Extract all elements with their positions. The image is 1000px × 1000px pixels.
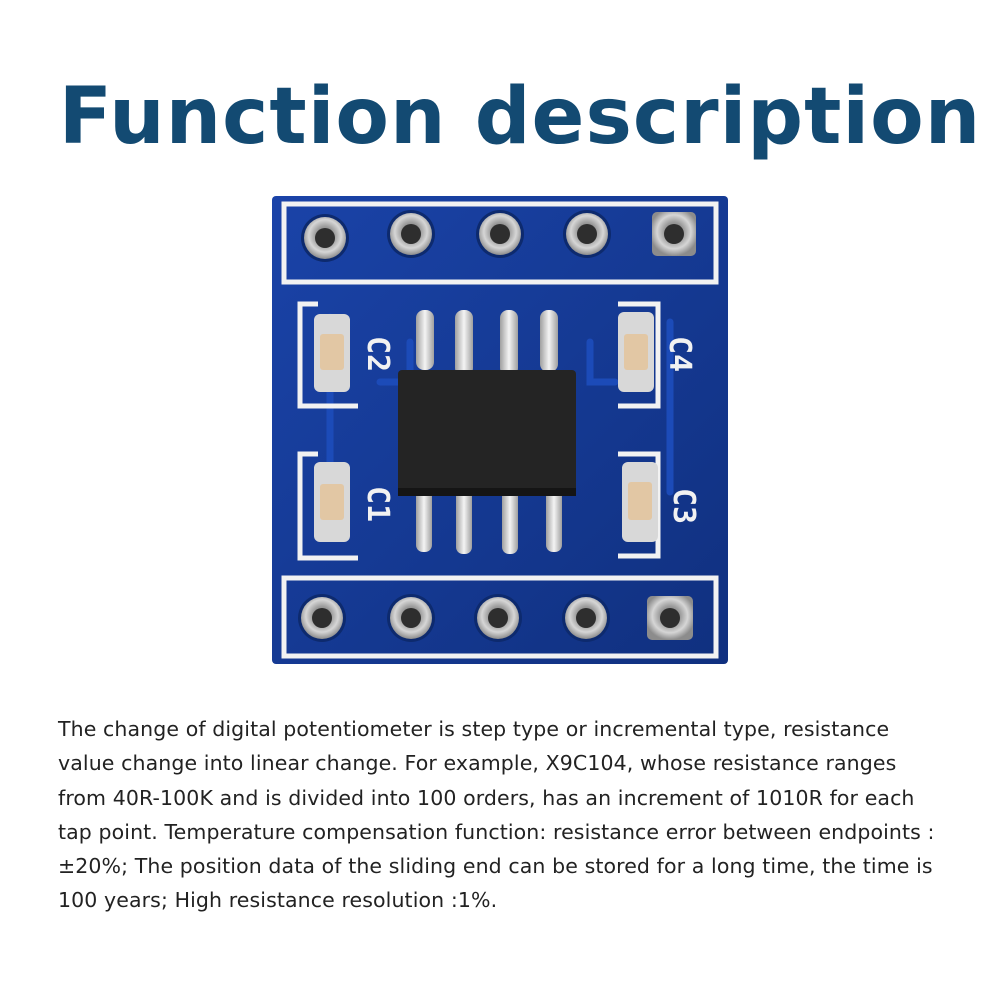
top-header-outline	[281, 201, 719, 285]
pcb-board: C2 C1 C4 C3	[272, 196, 728, 664]
ic-top-legs	[416, 310, 558, 376]
label-c4: C4	[662, 336, 697, 372]
pin-hole	[660, 608, 680, 628]
pin-hole	[401, 608, 421, 628]
capacitor-c4	[618, 301, 661, 409]
page-title: Function description	[58, 72, 982, 162]
pin-hole	[490, 224, 510, 244]
pin-hole	[312, 608, 332, 628]
ic-chip-edge	[398, 488, 576, 496]
pcb-module-image: C2 C1 C4 C3	[270, 192, 730, 668]
ic-chip	[398, 370, 576, 494]
label-c1: C1	[360, 486, 395, 522]
pin-hole	[576, 608, 596, 628]
label-c3: C3	[666, 488, 701, 524]
capacitor-c3	[618, 451, 661, 559]
pin-hole	[488, 608, 508, 628]
bottom-header-outline	[281, 575, 719, 659]
pin-hole	[577, 224, 597, 244]
pin-hole	[664, 224, 684, 244]
label-c2: C2	[360, 336, 395, 372]
ic-bottom-legs	[416, 488, 562, 554]
top-pin-row	[301, 210, 696, 262]
description-paragraph: The change of digital potentiometer is s…	[58, 717, 935, 913]
pin-hole	[315, 228, 335, 248]
capacitor-c1	[297, 451, 358, 561]
pin-hole	[401, 224, 421, 244]
bottom-pin-row	[298, 594, 693, 642]
capacitor-c2	[297, 301, 358, 409]
